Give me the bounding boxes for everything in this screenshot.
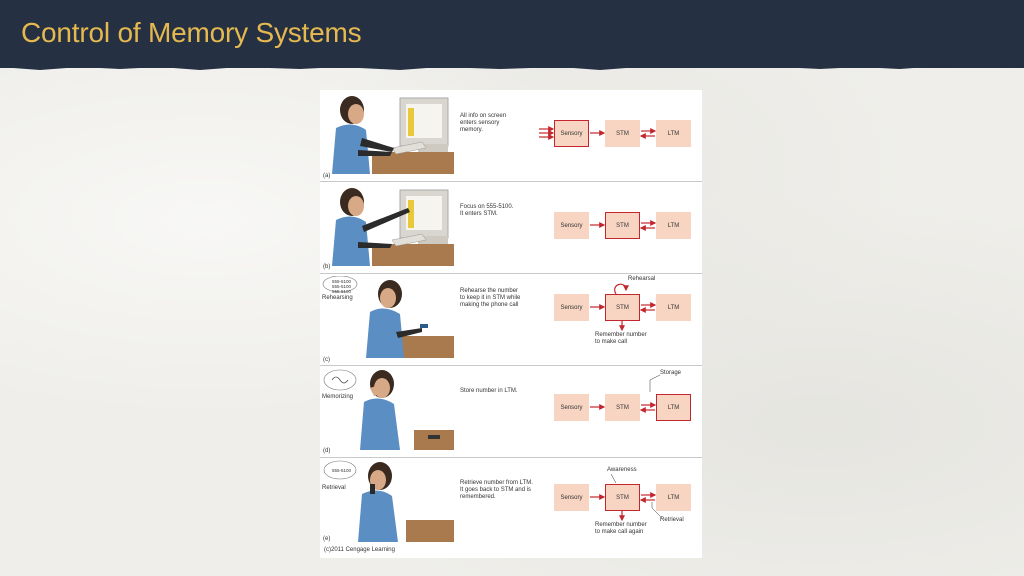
panel-letter: (e)	[323, 536, 331, 542]
panel-description: Rehearse the number to keep it in STM wh…	[460, 288, 521, 308]
panel-letter: (a)	[323, 173, 331, 179]
storage-annotation: Storage	[660, 370, 682, 376]
thought-bubble-label: Retrieval	[322, 485, 346, 491]
person-on-phone-photo	[322, 276, 454, 358]
remember-number-annotation: Remember number to make call	[595, 332, 647, 345]
panel-divider	[320, 273, 702, 274]
retrieval-annotation: Retrieval	[660, 517, 684, 523]
panel-a: (a) All info on screen enters sensory me…	[320, 90, 702, 181]
awareness-annotation: Awareness	[607, 467, 637, 473]
panel-letter: (c)	[323, 357, 330, 363]
panel-divider	[320, 365, 702, 366]
sensory-box: Sensory	[554, 294, 589, 321]
thought-bubble-label: Rehearsing	[322, 295, 353, 301]
panel-description: Store number in LTM.	[460, 388, 518, 394]
panel-description: Focus on 555-5100. It enters STM.	[460, 204, 514, 217]
sensory-box: Sensory	[554, 120, 589, 147]
person-memorizing-photo	[323, 369, 454, 450]
memory-control-figure: (a) All info on screen enters sensory me…	[320, 90, 702, 558]
panel-e: 555-5100 Retrieval (e) Retrieve number f…	[320, 458, 702, 546]
copyright-text: (c)2011 Cengage Learning	[324, 547, 395, 553]
panel-letter: (d)	[323, 448, 331, 454]
panel-divider	[320, 181, 702, 182]
thought-bubble-text: 555-5100 555-5100 555-5100	[332, 279, 352, 294]
thought-bubble-text: 555-5100	[332, 468, 352, 473]
rehearsal-annotation: Rehearsal	[628, 276, 656, 282]
stm-box: STM	[605, 294, 640, 321]
ltm-box: LTM	[656, 294, 691, 321]
panel-description: All info on screen enters sensory memory…	[460, 113, 507, 133]
panel-c-arrows	[590, 283, 657, 332]
ltm-box: LTM	[656, 212, 691, 239]
panel-d: Memorizing (d) Store number in LTM. Sens…	[320, 366, 702, 457]
stm-box: STM	[605, 484, 640, 511]
remember-number-again-annotation: Remember number to make call again	[595, 522, 647, 535]
panel-d-arrows	[590, 374, 661, 413]
panel-description: Retrieve number from LTM. It goes back t…	[460, 480, 533, 500]
person-pointing-at-screen-photo	[332, 188, 454, 266]
stm-box: STM	[605, 120, 640, 147]
sensory-box: Sensory	[554, 484, 589, 511]
thought-bubble-label: Memorizing	[322, 394, 354, 400]
panel-c: 555-5100 555-5100 555-5100 Rehearsing (c…	[320, 274, 702, 365]
title-bar-torn-edge	[0, 64, 1024, 70]
stm-box: STM	[605, 212, 640, 239]
title-bar: Control of Memory Systems	[0, 0, 1024, 68]
panel-b: (b) Focus on 555-5100. It enters STM. Se…	[320, 182, 702, 273]
panel-a-arrows	[539, 126, 657, 140]
person-at-computer-photo	[332, 96, 454, 174]
person-retrieving-photo	[323, 460, 454, 542]
ltm-box: LTM	[656, 394, 691, 421]
stm-box: STM	[605, 394, 640, 421]
sensory-box: Sensory	[554, 394, 589, 421]
slide-title: Control of Memory Systems	[21, 17, 362, 48]
panel-b-arrows	[590, 220, 657, 231]
sensory-box: Sensory	[554, 212, 589, 239]
panel-divider	[320, 457, 702, 458]
ltm-box: LTM	[656, 120, 691, 147]
ltm-box: LTM	[656, 484, 691, 511]
panel-e-arrows	[590, 473, 663, 522]
panel-letter: (b)	[323, 264, 331, 270]
